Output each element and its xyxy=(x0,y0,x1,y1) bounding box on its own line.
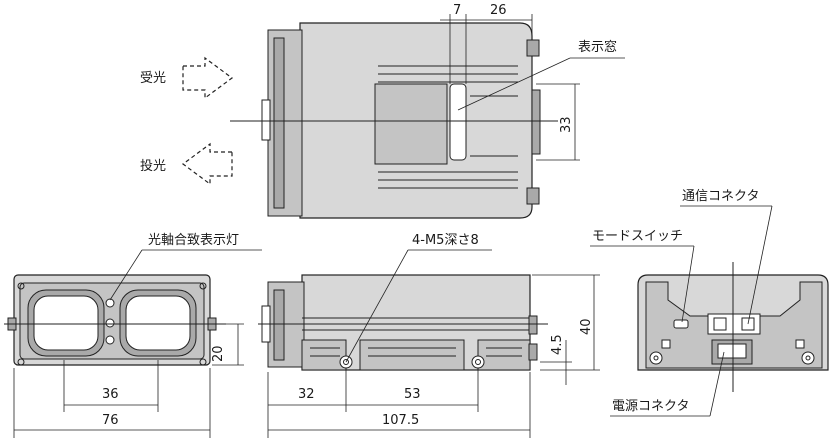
power-connector-label: 電源コネクタ xyxy=(612,399,690,414)
emit-label: 投光 xyxy=(140,159,167,174)
dim-top-7: 7 xyxy=(453,3,462,18)
axis-indicator-lamp-label: 光軸合致表示灯 xyxy=(148,233,240,248)
mounting-holes-label: 4-M5深さ8 xyxy=(412,233,479,248)
dim-top-26: 26 xyxy=(490,3,507,18)
rear-view xyxy=(590,205,829,417)
dim-side-32: 32 xyxy=(298,387,315,402)
dim-side-4-5: 4.5 xyxy=(550,334,565,355)
dim-front-20: 20 xyxy=(211,345,226,362)
dim-side-107-5: 107.5 xyxy=(382,413,420,428)
dim-front-76: 76 xyxy=(102,413,119,428)
display-window-label: 表示窓 xyxy=(578,40,618,55)
side-view xyxy=(258,249,600,438)
dim-front-36: 36 xyxy=(102,387,119,402)
comm-connector-label: 通信コネクタ xyxy=(682,189,760,204)
dim-side-40: 40 xyxy=(579,318,594,335)
receive-label: 受光 xyxy=(140,71,167,86)
mode-switch-label: モードスイッチ xyxy=(592,229,684,244)
dim-side-53: 53 xyxy=(404,387,421,402)
dim-top-33: 33 xyxy=(559,116,574,133)
front-view xyxy=(4,249,262,438)
top-view xyxy=(181,14,625,219)
